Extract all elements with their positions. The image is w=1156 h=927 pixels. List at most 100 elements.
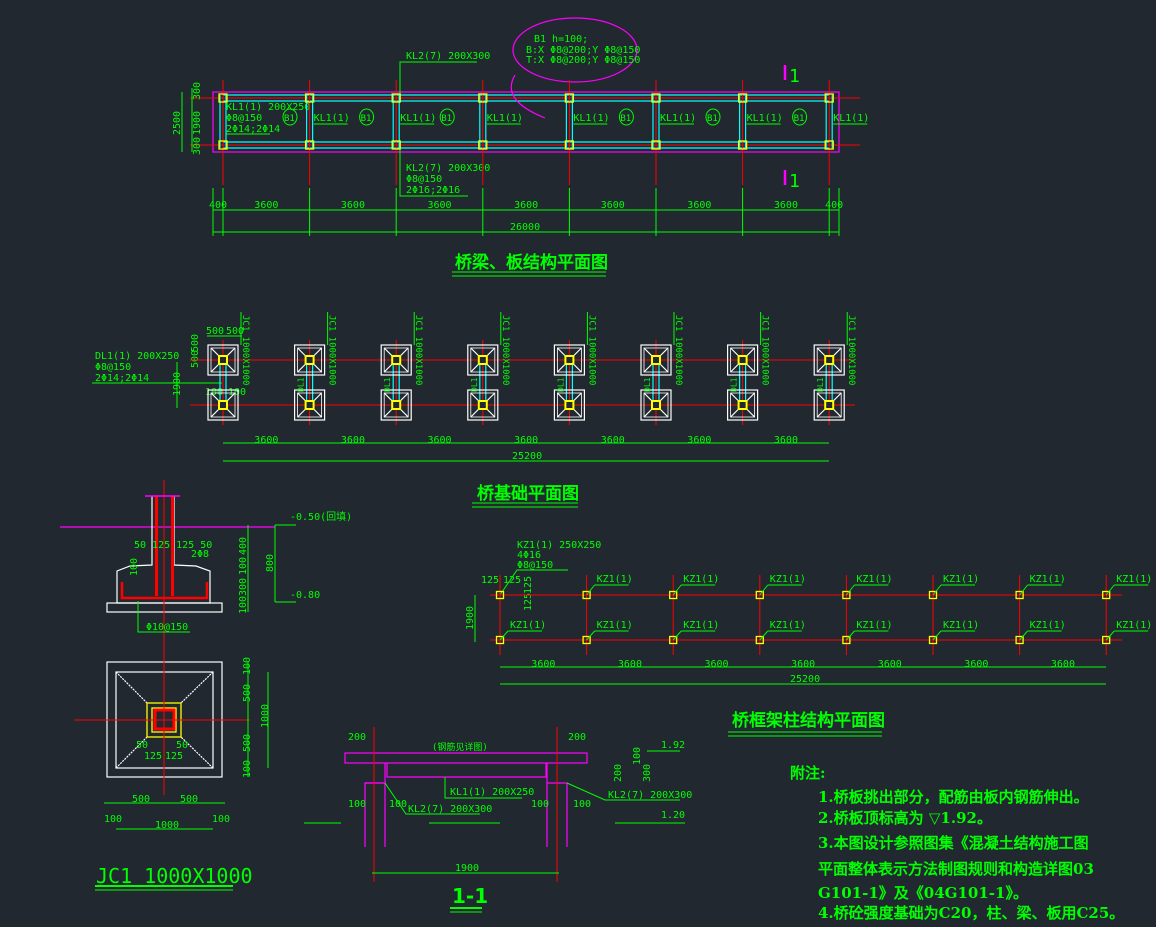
kz-note: KZ1(1) 250X250 <box>517 540 601 551</box>
column-marker <box>391 93 401 103</box>
dim-text: 400 <box>238 537 249 555</box>
slab-note-bubble <box>512 17 638 83</box>
dim-text: 800 <box>265 554 276 572</box>
kl2-bottom-label: KL2(7) 200X300 <box>406 163 490 174</box>
column-marker <box>218 355 228 365</box>
kl1-label: KL1(1) <box>660 113 696 124</box>
footing-outline <box>813 344 845 376</box>
jc-label: JC1 1000X1000 <box>760 315 770 385</box>
slab-tag: B1 <box>794 114 805 124</box>
column-marker <box>1102 590 1111 600</box>
dim-text: 100 <box>632 747 643 765</box>
column-marker <box>928 635 938 645</box>
leader-line <box>1105 584 1115 596</box>
dim-text: 3600 <box>618 659 642 670</box>
column-marker <box>737 355 748 365</box>
column-marker <box>824 355 835 365</box>
dim-text: 500 <box>180 794 198 805</box>
total-dim: 25200 <box>790 674 820 685</box>
dim-text: 100 <box>212 814 230 825</box>
column-marker <box>477 355 488 365</box>
slab-section <box>344 752 588 764</box>
dim-text: 3600 <box>705 659 729 670</box>
dim-text: 3600 <box>774 435 798 446</box>
footing-outline <box>553 389 586 421</box>
footing-inner <box>383 347 409 373</box>
dim-text: 100 <box>348 799 366 810</box>
dim-text: 500 <box>190 350 201 368</box>
jc-label: JC1 1000X1000 <box>500 315 510 385</box>
footing-inner <box>470 347 496 373</box>
kz-label: KZ1(1) <box>856 574 892 585</box>
dim-text: 100 <box>389 799 407 810</box>
column-marker <box>564 140 575 150</box>
leader-line <box>672 584 682 596</box>
footing-inner <box>730 347 755 373</box>
jc-label: JC1 1000X1000 <box>586 315 596 385</box>
column-marker <box>737 400 748 410</box>
slab-tag-circle <box>705 108 721 126</box>
column-marker <box>564 93 575 103</box>
footing-outline <box>640 389 672 421</box>
leader-line <box>399 61 477 98</box>
kl2-bottom-label: 2Φ16;2Φ16 <box>406 185 460 196</box>
dim-text: 3600 <box>254 200 278 211</box>
column-marker <box>651 400 661 410</box>
dim-text: 500 <box>190 334 201 352</box>
dim-text: 50 <box>176 740 188 751</box>
dim-text: 100 <box>238 596 249 614</box>
dim-text: 100 <box>531 799 549 810</box>
dim-text: 3600 <box>878 659 902 670</box>
dim-text: 3600 <box>964 659 988 670</box>
dim-text: 100 <box>228 387 246 398</box>
slab-note-leader <box>510 74 546 119</box>
total-dim: 26000 <box>510 222 540 233</box>
dl-label: DL1 <box>470 377 479 392</box>
footing-outline <box>380 389 412 421</box>
total-dim: 25200 <box>512 451 542 462</box>
kl1-label: KL1(1) <box>573 113 609 124</box>
footing-outline <box>380 344 412 376</box>
dim-text: 125 <box>144 751 162 762</box>
column-marker <box>564 355 575 365</box>
dim-text: 400 <box>209 200 227 211</box>
column-marker <box>495 590 505 600</box>
leader-line <box>932 584 942 596</box>
slab-tag-circle <box>792 108 808 126</box>
note-line: 1.桥板挑出部分，配筋由板内钢筋伸出。 <box>818 788 1089 806</box>
kl1-label: KL1(1) <box>314 113 350 124</box>
dl-label: DL1 <box>383 377 392 392</box>
dl-note: Φ8@150 <box>95 362 131 373</box>
dim-text: 300 <box>192 137 203 155</box>
dim-text: 125 <box>523 593 534 611</box>
elevation-top: 1.92 <box>661 740 685 751</box>
column-marker <box>842 635 851 645</box>
rebar-label: Φ10@150 <box>146 622 188 633</box>
leader-line <box>1019 584 1028 596</box>
column-marker <box>391 400 402 410</box>
dim-text: 50 <box>136 740 148 751</box>
leader-line <box>846 630 855 641</box>
footing-detail-title: JC1 1000X1000 <box>96 864 253 888</box>
jc-label: JC1 1000X1000 <box>327 315 337 385</box>
note-line: 3.本图设计参照图集《混凝土结构施工图 <box>818 834 1089 852</box>
footing-outline <box>726 344 759 376</box>
footing-inner <box>643 392 669 418</box>
dim-text: 125 <box>523 576 534 594</box>
kz-label: KZ1(1) <box>1030 574 1066 585</box>
footing-outline <box>467 344 499 376</box>
column-rebar <box>155 496 158 596</box>
column-marker <box>842 590 851 600</box>
column-marker <box>582 635 591 645</box>
kz-label: KZ1(1) <box>770 574 806 585</box>
elevation-top: -0.50(回填) <box>290 510 352 523</box>
column-marker <box>928 590 938 600</box>
dim-text: 3600 <box>687 435 711 446</box>
dim-text: 3600 <box>341 435 365 446</box>
dim-text: 1000 <box>260 704 271 728</box>
kz-label: KZ1(1) <box>1116 574 1152 585</box>
dim-text: 125 <box>481 575 499 586</box>
kl1-section <box>386 763 547 778</box>
column-marker <box>478 93 488 103</box>
column-marker <box>824 140 834 150</box>
